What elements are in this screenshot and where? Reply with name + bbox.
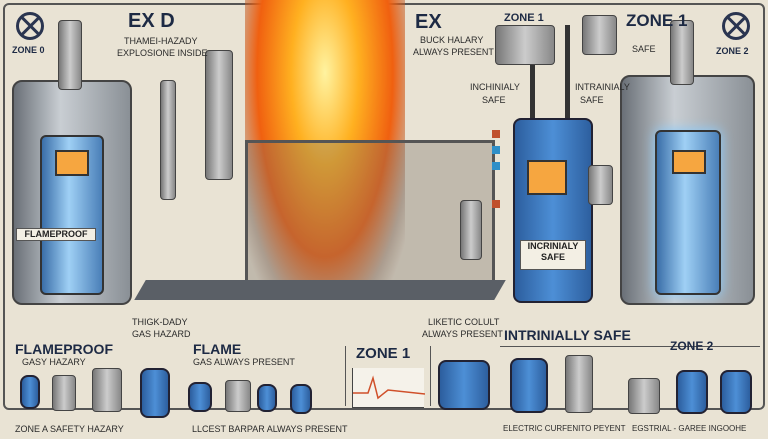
thigk-line2: GAS HAZARD — [132, 329, 191, 339]
wall-panel — [495, 25, 555, 65]
zone2-label: ZONE 2 — [716, 46, 749, 56]
fireball-illustration — [245, 0, 405, 290]
left-antenna-tower — [58, 20, 82, 90]
mini-device-6 — [225, 380, 251, 412]
pipe-column — [160, 80, 176, 200]
liketic-line1: LIKETIC COLULT — [428, 317, 500, 327]
right-antenna-tower — [670, 20, 694, 85]
intrinsically-safe-device — [513, 118, 593, 303]
blue-label-line2: SAFE — [540, 252, 565, 262]
mini-device-7 — [257, 384, 277, 412]
junction-box — [588, 165, 613, 205]
caption-zone-a: ZONE A SAFETY HAZARY — [15, 424, 124, 434]
mini-device-2 — [52, 375, 76, 411]
ex-line1: BUCK HALARY — [420, 35, 484, 45]
zone1-big-label: ZONE 1 — [626, 11, 688, 30]
blue-device-label: INCRINIALY SAFE — [520, 240, 586, 270]
caption-egstrial: EGSTRIAL - GAREE INGOOHE — [632, 424, 747, 433]
meter-box — [438, 360, 490, 410]
zone2-prohibited-icon — [722, 12, 750, 40]
antenna-left — [530, 25, 535, 120]
intrainialy-line2: SAFE — [580, 95, 604, 105]
platform-base — [134, 280, 506, 300]
color-swatch-blue1 — [492, 146, 500, 154]
tank-right — [460, 200, 482, 260]
mini-device-11 — [720, 370, 752, 414]
mini-device-10 — [676, 370, 708, 414]
ex-line2: ALWAYS PRESENT — [413, 47, 494, 57]
flame-title: FLAME — [193, 341, 242, 357]
safe-label: SAFE — [632, 44, 656, 54]
right-display — [672, 150, 706, 174]
intrinsic-safe-title: INTRINIALLY SAFE — [504, 327, 631, 343]
flameproof-title: FLAMEPROOF — [15, 341, 113, 357]
left-display — [55, 150, 89, 176]
intrainialy-line1: INTRAINIALY — [575, 82, 630, 92]
bottom-divider — [345, 346, 346, 406]
flame-subtitle: GAS ALWAYS PRESENT — [193, 357, 295, 367]
exd-line1: THAMEI-HAZADY — [124, 36, 198, 46]
mini-device-4 — [140, 368, 170, 418]
mini-device-8 — [290, 384, 312, 414]
color-swatch-blue2 — [492, 162, 500, 170]
mini-device-3 — [92, 368, 122, 412]
mini-device-9 — [510, 358, 548, 413]
pump-unit — [628, 378, 660, 414]
zone1-bottom-title: ZONE 1 — [356, 345, 411, 362]
thigk-line1: THIGK-DADY — [132, 317, 188, 327]
zone2-bottom-title: ZONE 2 — [670, 339, 714, 353]
blue-label-line1: INCRINIALY — [527, 241, 579, 251]
zone0-prohibited-icon — [16, 12, 44, 40]
color-swatch-red — [492, 130, 500, 138]
storage-tank — [205, 50, 233, 180]
safe-box — [582, 15, 617, 55]
caption-barpar: LLCEST BARPAR ALWAYS PRESENT — [192, 424, 348, 434]
ex-title: EX — [415, 11, 442, 33]
exd-title: EX D — [128, 10, 175, 32]
bottom-divider — [500, 346, 760, 347]
color-swatch-red2 — [492, 200, 500, 208]
zone0-label: ZONE 0 — [12, 45, 45, 55]
antenna-right — [565, 25, 570, 120]
caption-electric: ELECTRIC CURFENITO PEYENT — [503, 424, 626, 433]
signal-trace — [353, 375, 426, 400]
bottom-divider — [430, 346, 431, 406]
flameproof-device-label: FLAMEPROOF — [16, 228, 96, 241]
blue-device-display — [527, 160, 567, 195]
inchinialy-line2: SAFE — [482, 95, 506, 105]
mini-device-5 — [188, 382, 212, 412]
flameproof-subtitle: GASY HAZARY — [22, 357, 86, 367]
signal-graph — [352, 368, 426, 408]
exd-line2: EXPLOSIONE INSIDE — [117, 48, 208, 58]
zone1-small-label: ZONE 1 — [504, 12, 544, 24]
liketic-line2: ALWAYS PRESENT — [422, 329, 503, 339]
inchinialy-line1: INCHINIALY — [470, 82, 520, 92]
cutaway-plant-structure — [245, 140, 495, 290]
mini-device-1 — [20, 375, 40, 409]
valve-assembly — [565, 355, 593, 413]
